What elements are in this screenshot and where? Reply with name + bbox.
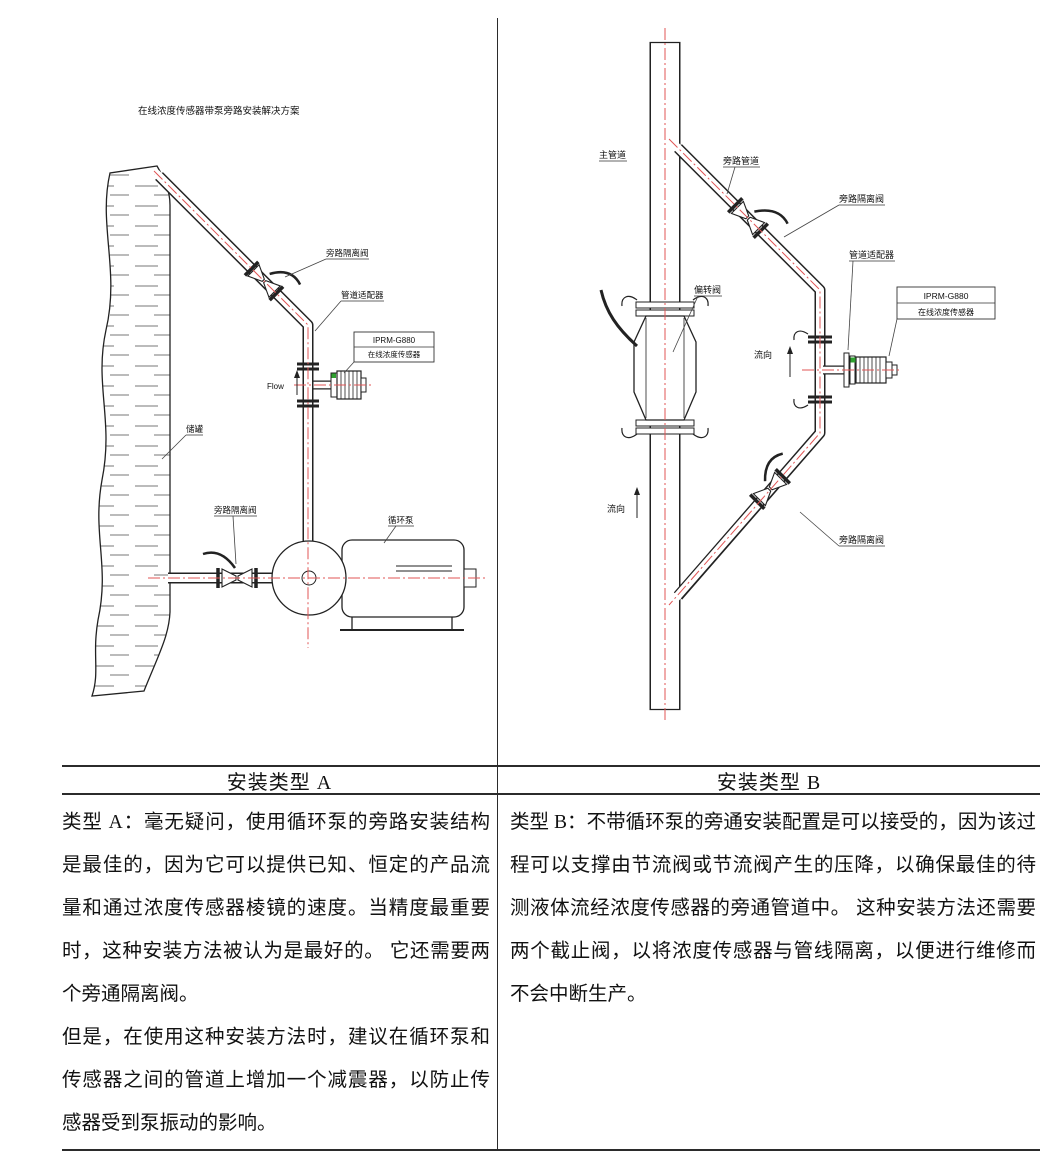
type-b-paragraph-1: 类型 B：不带循环泵的旁通安装配置是可以接受的，因为该过程可以支撑由节流阀或节流… bbox=[510, 812, 1036, 1005]
sensor-model-label: IPRM-G880 bbox=[924, 291, 969, 301]
bypass-isolation-valve-top-symbol bbox=[243, 260, 302, 302]
type-a-description: 类型 A：毫无疑问，使用循环泵的旁路安装结构是最佳的，因为它可以提供已知、恒定的… bbox=[62, 801, 490, 1145]
label-pipe-adapter: 管道适配器 bbox=[847, 249, 895, 351]
tank-shape bbox=[91, 165, 171, 697]
svg-text:主管道: 主管道 bbox=[599, 149, 626, 160]
diagram-a-title: 在线浓度传感器带泵旁路安装解决方案 bbox=[138, 105, 300, 117]
header-installation-type-a: 安装类型 A bbox=[226, 771, 333, 794]
svg-text:旁路管道: 旁路管道 bbox=[723, 155, 759, 166]
svg-text:管道适配器: 管道适配器 bbox=[341, 290, 384, 300]
label-sensor-box: IPRM-G880 在线浓度传感器 bbox=[343, 331, 435, 374]
type-a-paragraph-1: 类型 A：毫无疑问，使用循环泵的旁路安装结构是最佳的，因为它可以提供已知、恒定的… bbox=[62, 812, 490, 1005]
svg-text:旁路隔离阀: 旁路隔离阀 bbox=[839, 534, 884, 545]
label-sensor-box: IPRM-G880 在线浓度传感器 bbox=[888, 286, 996, 357]
flow-arrow-sensor bbox=[787, 346, 793, 377]
sensor-green-indicator bbox=[850, 357, 856, 363]
label-bypass-pipe: 旁路管道 bbox=[723, 155, 760, 195]
label-bypass-valve-bottom: 旁路隔离阀 bbox=[214, 505, 257, 565]
svg-text:旁路隔离阀: 旁路隔离阀 bbox=[326, 248, 369, 258]
table-rule-bottom bbox=[62, 1149, 1040, 1151]
label-bypass-valve-top: 旁路隔离阀 bbox=[284, 248, 369, 278]
installation-type-b-diagram: 主管道 旁路管道 旁路隔离阀 管道适配器 IPRM-G880 在线浓度传感器 bbox=[599, 28, 996, 722]
sensor-green-indicator bbox=[331, 373, 336, 378]
svg-text:旁路隔离阀: 旁路隔离阀 bbox=[839, 193, 884, 204]
sensor-model-label: IPRM-G880 bbox=[373, 336, 416, 345]
label-main-pipe: 主管道 bbox=[599, 149, 627, 162]
centerlines bbox=[148, 170, 487, 648]
flow-arrow-main bbox=[634, 487, 640, 518]
svg-text:管道适配器: 管道适配器 bbox=[849, 249, 894, 260]
bypass-isolation-valve-top-symbol bbox=[726, 196, 789, 240]
label-flow-sensor: 流向 bbox=[754, 349, 772, 360]
label-bypass-valve-bottom: 旁路隔离阀 bbox=[799, 511, 885, 547]
svg-text:偏转阀: 偏转阀 bbox=[694, 284, 721, 295]
svg-text:储罐: 储罐 bbox=[186, 424, 204, 434]
sensor-name-label: 在线浓度传感器 bbox=[918, 307, 974, 317]
type-b-description: 类型 B：不带循环泵的旁通安装配置是可以接受的，因为该过程可以支撑由节流阀或节流… bbox=[510, 801, 1036, 1016]
throttle-valve-symbol bbox=[599, 289, 709, 439]
label-pipe-adapter: 管道适配器 bbox=[314, 290, 384, 332]
type-a-paragraph-2: 但是，在使用这种安装方法时，建议在循环泵和传感器之间的管道上增加一个减震器，以防… bbox=[62, 1027, 490, 1134]
label-bypass-valve-top: 旁路隔离阀 bbox=[783, 193, 885, 238]
svg-text:旁路隔离阀: 旁路隔离阀 bbox=[214, 505, 257, 515]
table-rule-header-bottom bbox=[62, 793, 1040, 795]
centerlines bbox=[664, 28, 901, 722]
column-divider bbox=[497, 18, 499, 1150]
label-tank: 储罐 bbox=[161, 424, 204, 460]
main-pipe-run bbox=[153, 170, 314, 544]
sensor-name-label: 在线浓度传感器 bbox=[368, 349, 421, 359]
pump-symbol bbox=[271, 539, 477, 631]
label-flow: Flow bbox=[267, 382, 284, 391]
label-pump: 循环泵 bbox=[383, 515, 414, 544]
svg-text:循环泵: 循环泵 bbox=[388, 515, 414, 525]
label-throttle-valve: 偏转阀 bbox=[672, 284, 722, 353]
installation-type-a-diagram: 在线浓度传感器带泵旁路安装解决方案 旁路隔离阀 管道适配器 IPRM-G880 … bbox=[91, 105, 487, 697]
table-rule-top bbox=[62, 765, 1040, 767]
valve-lever-handle bbox=[599, 289, 639, 348]
flow-arrow bbox=[294, 370, 300, 395]
header-installation-type-b: 安装类型 B bbox=[716, 771, 822, 794]
label-flow-main: 流向 bbox=[607, 503, 625, 514]
